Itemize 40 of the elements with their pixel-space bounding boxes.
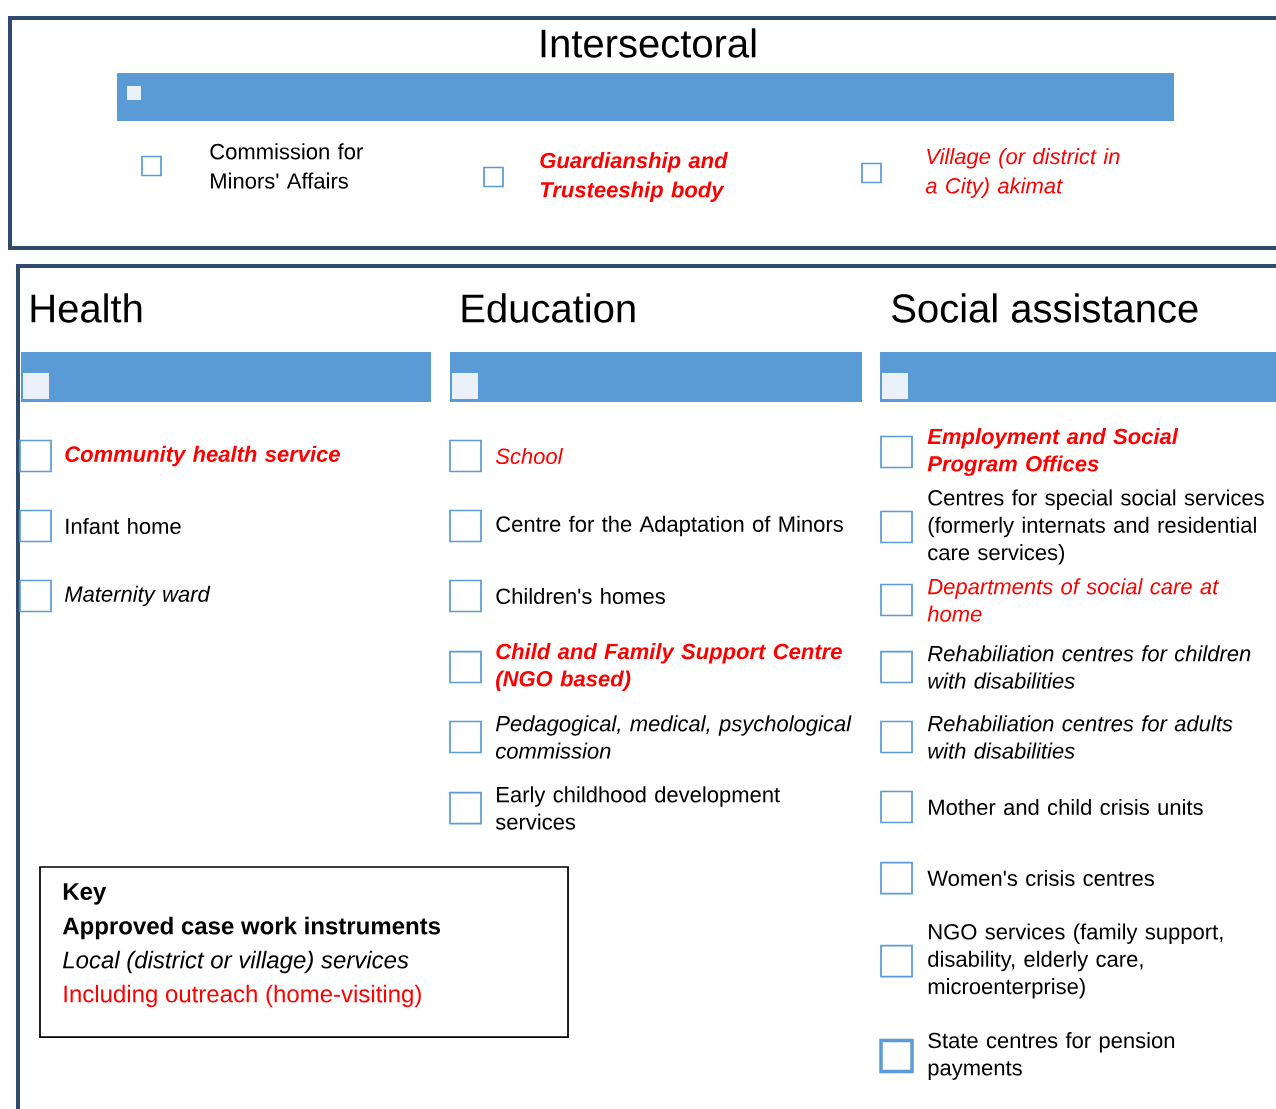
node-label: Infant home (66, 517, 181, 535)
node-label: Maternity ward (64, 585, 211, 607)
checklist-item: Departments of social care at home (880, 578, 1219, 622)
node-label: Centre for the Adaptation of Minors (496, 515, 843, 537)
node-label: School (495, 447, 564, 465)
checklist-item: Guardianship and Trusteeship body (483, 152, 728, 202)
checklist-item: Rehabiliation centres for adults with disabilities (880, 715, 1233, 759)
checklist-item: Child and Family Support Centre (NGO based) (449, 643, 842, 691)
node-label: Women's crisis centres (927, 869, 1154, 887)
node-label: Mother and child crisis units (929, 798, 1203, 816)
node-label: Intersectoral (541, 28, 756, 58)
panel (16, 264, 1276, 1109)
checklist-item: Centres for special social services (formerly internats and residential care services) (880, 489, 1264, 565)
checklist-item: State centres for pension payments (879, 1032, 1175, 1080)
checklist-item: NGO services (family support, disability, elderly care, microenterprise) (880, 923, 1223, 999)
checklist-item: School (449, 439, 563, 473)
checklist-item: Community health service (19, 439, 340, 473)
node-label: State centres for pension payments (928, 1032, 1175, 1080)
checklist-item: Commission for Minors' Affairs (141, 143, 363, 189)
column-heading: Social assistance (892, 293, 1198, 323)
column-heading: Education (462, 293, 635, 323)
key-box: Key Approved case work instruments Local (district or village) services Including outreach (home-visiting) (39, 866, 569, 1038)
checklist-item: Employment and Social Program Offices (880, 428, 1179, 476)
checklist-item: Early childhood development services (449, 786, 780, 830)
checklist-item: Mother and child crisis units (880, 790, 1203, 824)
column-heading: Health (31, 293, 142, 323)
checklist-item: Village (or district in a City) akimat (861, 148, 1120, 198)
node-label: Employment and Social Program Offices (927, 428, 1179, 476)
node-label: Children's homes (496, 587, 665, 605)
node-label: Community health service (65, 445, 340, 467)
node-label: Village (or district in a City) akimat (925, 148, 1120, 198)
checklist-item: Pedagogical, medical, psychological commission (449, 715, 852, 759)
node-label: Guardianship and Trusteeship body (540, 152, 728, 202)
node-label: Commission for Minors' Affairs (210, 143, 363, 189)
checklist-item: Rehabiliation centres for children with disabilities (880, 645, 1251, 689)
checklist-item: Centre for the Adaptation of Minors (449, 509, 843, 543)
checklist-item: Infant home (19, 509, 181, 543)
checklist-item: Women's crisis centres (880, 861, 1154, 895)
checklist-item: Children's homes (449, 579, 665, 613)
checklist-item: Maternity ward (19, 579, 211, 613)
